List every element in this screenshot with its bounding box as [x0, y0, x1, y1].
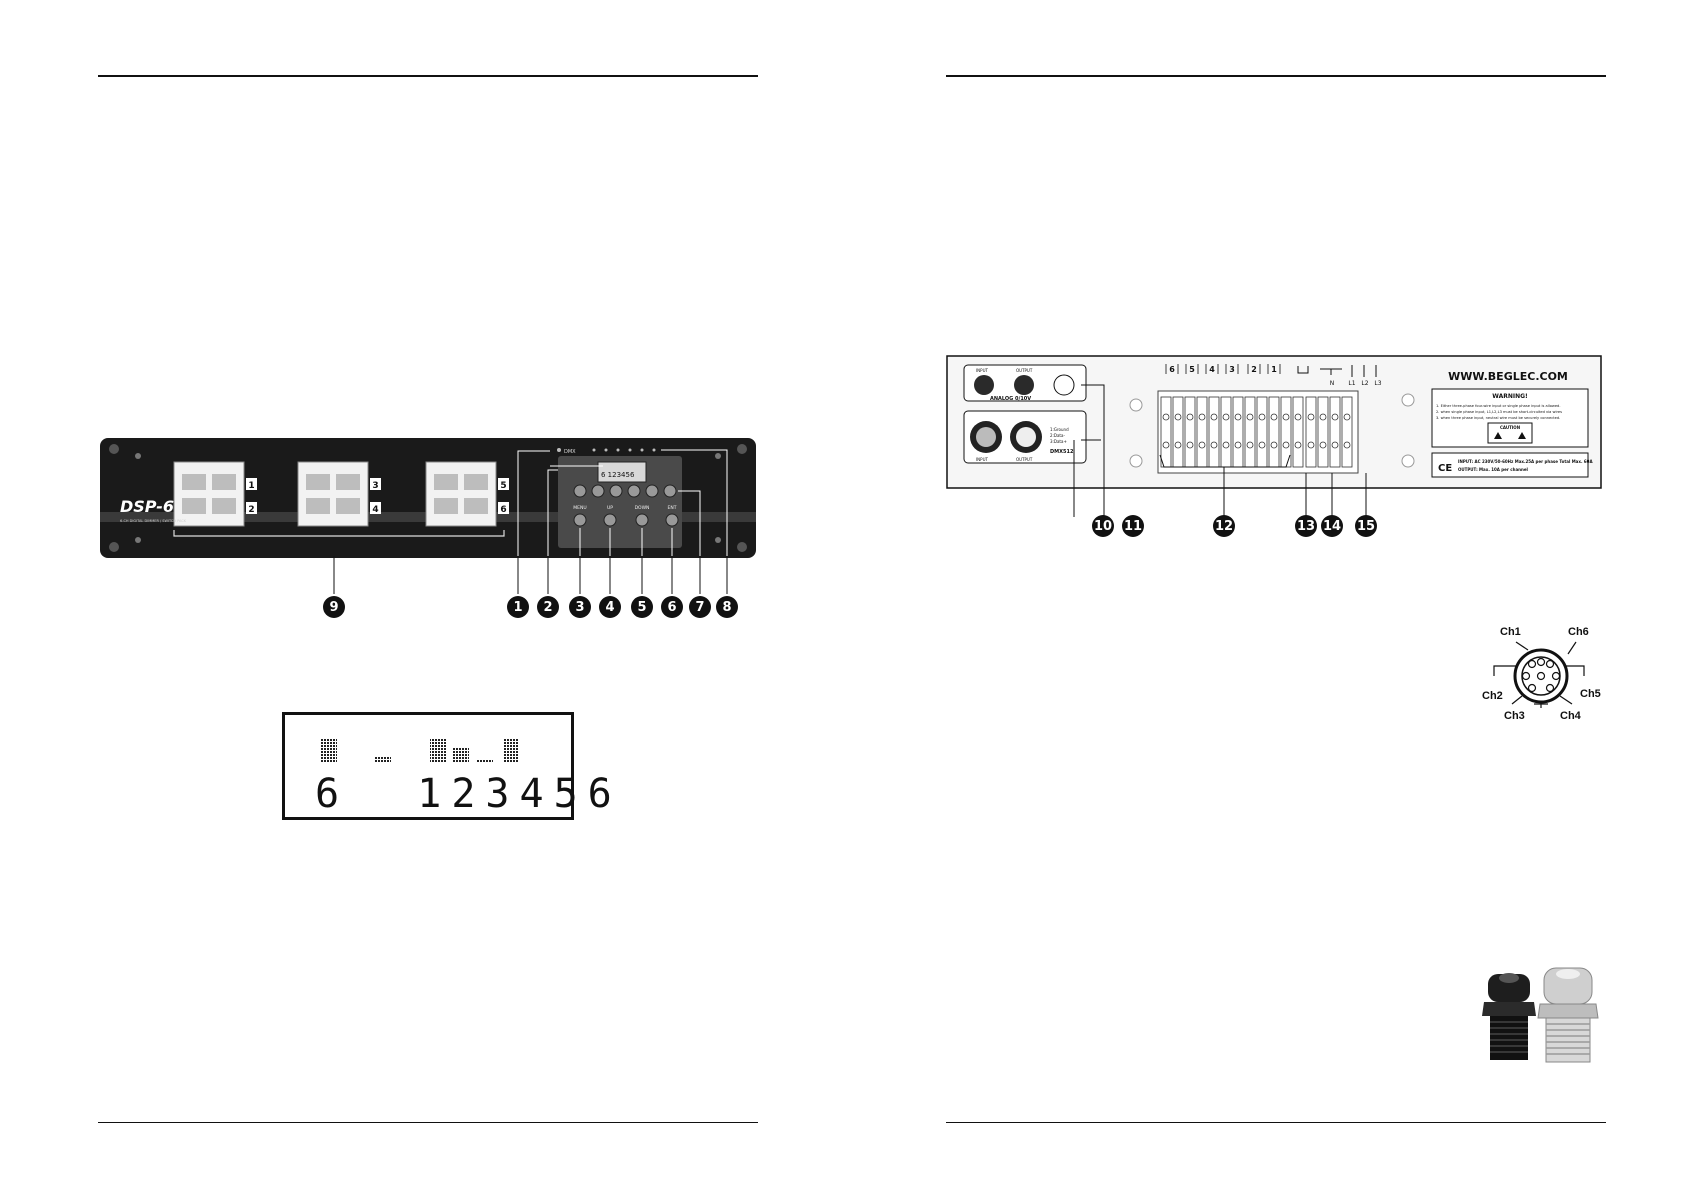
callout-4: 4: [599, 596, 621, 618]
dmx-output-label: OUTPUT: [1016, 457, 1033, 462]
terminal-channel-label: 5: [1189, 365, 1195, 374]
lcd-digits: 6 123456: [315, 771, 622, 817]
terminal-channel-label: 2: [1251, 365, 1257, 374]
callout-15: 15: [1355, 515, 1377, 537]
footer-rule-left: [98, 1122, 758, 1123]
terminal-n-label: N: [1330, 380, 1335, 387]
callout-13: 13: [1295, 515, 1317, 537]
din-pin-ch2: Ch2: [1482, 690, 1503, 702]
terminal-l1-label: L1: [1348, 380, 1355, 387]
rear-leader-lines: [1073, 489, 1367, 517]
callout-1: 1: [507, 596, 529, 618]
channel-label: 3: [372, 481, 378, 491]
callout-6: 6: [661, 596, 683, 618]
dmx-pin-1: 1:Ground: [1050, 427, 1069, 432]
terminal-l2-label: L2: [1361, 380, 1368, 387]
website-label: WWW.BEGLEC.COM: [1448, 370, 1568, 383]
terminal-channel-label: 1: [1271, 365, 1277, 374]
terminal-channel-label: 3: [1229, 365, 1235, 374]
channel-label: 5: [500, 481, 506, 491]
rating-input: INPUT: AC 230V/50-60Hz Max.25A per phase…: [1458, 459, 1593, 464]
dmx-input-label: INPUT: [976, 457, 989, 462]
callout-11: 11: [1122, 515, 1144, 537]
header-rule-right: [946, 75, 1606, 77]
din-pin-ch1: Ch1: [1500, 626, 1521, 638]
front-leader-lines: [333, 556, 728, 594]
header-rule-left: [98, 75, 758, 77]
up-button-label: UP: [607, 505, 613, 511]
terminal-channel-label: 6: [1169, 365, 1175, 374]
callout-3: 3: [569, 596, 591, 618]
terminal-channel-label: 4: [1209, 365, 1215, 374]
cable-glands-photo: [1478, 964, 1604, 1068]
callout-2: 2: [537, 596, 559, 618]
model-name: DSP-6: [120, 497, 174, 516]
analog-section-label: ANALOG 0/10V: [990, 396, 1031, 402]
callout-14: 14: [1321, 515, 1343, 537]
front-display-text: 6 123456: [601, 471, 635, 479]
terminal-l3-label: L3: [1374, 380, 1381, 387]
dmx-led-label: DMX: [564, 449, 576, 455]
warning-line: 3. when three phase input, neutral wire …: [1436, 416, 1560, 420]
din-pin-ch6: Ch6: [1568, 626, 1589, 638]
din-pin-ch5: Ch5: [1580, 688, 1601, 700]
ce-mark: CE: [1438, 463, 1452, 474]
rating-output: OUTPUT: Max. 10A per channel: [1458, 467, 1529, 472]
lcd-bar-graph: [321, 739, 519, 763]
dmx-pin-2: 2:Data-: [1050, 433, 1065, 438]
dmx-pin-3: 3:Data+: [1050, 439, 1067, 444]
warning-line: 2. when single phase input, L1,L2,L3 mus…: [1436, 410, 1562, 414]
callout-8: 8: [716, 596, 738, 618]
analog-input-label: INPUT: [976, 368, 989, 373]
din-pin-ch3: Ch3: [1504, 710, 1525, 722]
lcd-closeup: 6 123456: [282, 712, 612, 820]
dmx-section-label: DMX512: [1050, 449, 1074, 455]
menu-button-label: MENU: [573, 505, 586, 511]
ent-button-label: ENT: [668, 505, 677, 511]
callout-9: 9: [323, 596, 345, 618]
model-subtitle: 6-CH DIGITAL DIMMER / SWITCH PACK: [120, 519, 187, 523]
warning-line: 1. Either three-phase four-wire input or…: [1436, 404, 1560, 408]
front-panel-image: 1 2 3 4 5 6 DSP-6 6-CH DIGITAL DIMMER / …: [98, 436, 758, 560]
din-pin-ch4: Ch4: [1560, 710, 1581, 722]
callout-10: 10: [1092, 515, 1114, 537]
callout-12: 12: [1213, 515, 1235, 537]
din-connector-diagram: Ch1 Ch6 Ch2 Ch5 Ch3 Ch4: [1476, 624, 1606, 728]
rear-panel-image: INPUT OUTPUT ANALOG 0/10V 1:Ground 2:Dat…: [946, 355, 1602, 489]
analog-output-label: OUTPUT: [1016, 368, 1033, 373]
callout-7: 7: [689, 596, 711, 618]
callout-5: 5: [631, 596, 653, 618]
channel-label: 1: [248, 481, 254, 491]
channel-label: 6: [500, 505, 506, 515]
footer-rule-right: [946, 1122, 1606, 1123]
warning-title: WARNING!: [1492, 393, 1528, 400]
channel-label: 2: [248, 505, 254, 515]
caution-label: CAUTION: [1500, 425, 1520, 430]
channel-label: 4: [372, 505, 378, 515]
down-button-label: DOWN: [635, 505, 650, 511]
